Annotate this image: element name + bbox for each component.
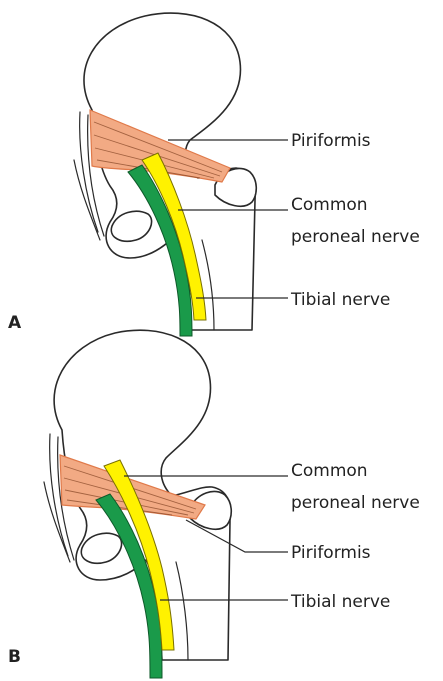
label-piriformis-a: Piriformis — [291, 131, 371, 151]
label-common-peroneal-line1-a: Common — [291, 195, 368, 215]
label-piriformis-b: Piriformis — [291, 543, 371, 563]
label-common-peroneal-line1-b: Common — [291, 461, 368, 481]
label-tibial-a: Tibial nerve — [290, 290, 390, 310]
label-tibial-b: Tibial nerve — [290, 592, 390, 612]
panel-a: Piriformis Common peroneal nerve Tibial … — [8, 13, 420, 336]
label-common-peroneal-line2-b: peroneal nerve — [291, 493, 420, 513]
panel-letter-a: A — [8, 313, 22, 333]
panel-b: Common peroneal nerve Piriformis Tibial … — [8, 330, 420, 678]
panel-letter-b: B — [8, 647, 21, 667]
label-common-peroneal-line2-a: peroneal nerve — [291, 227, 420, 247]
